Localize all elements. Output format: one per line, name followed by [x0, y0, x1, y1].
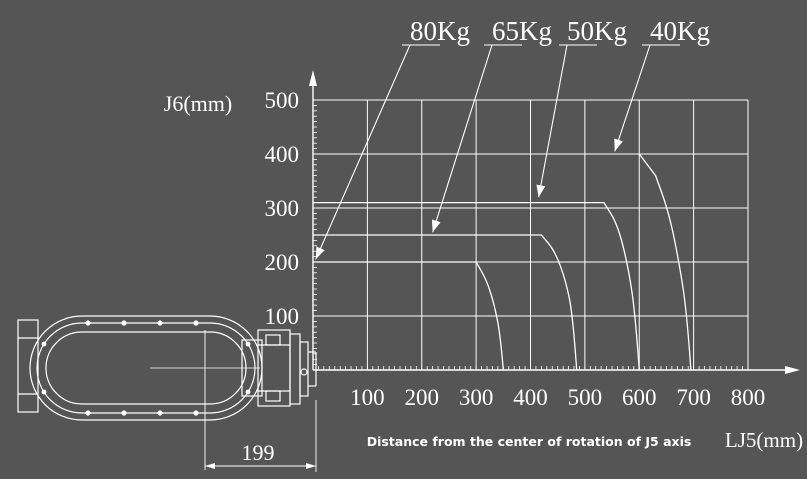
leader-arrow-80Kg: [315, 246, 325, 260]
robot-wrist-drawing: [17, 315, 317, 472]
y-tick-label-200: 200: [265, 250, 300, 275]
mount-block: [17, 319, 39, 413]
y-axis-arrow: [309, 70, 317, 86]
wrist-body: [257, 329, 291, 407]
tool-flange: [299, 341, 309, 397]
housing-bolts: [41, 320, 251, 416]
leader-line-80Kg: [315, 44, 411, 260]
x-axis-arrow: [785, 366, 800, 374]
series-label-65Kg: 65Kg: [492, 16, 552, 46]
wrist-collar: [241, 339, 263, 397]
flange-ring: [289, 333, 301, 405]
series-label-80Kg: 80Kg: [410, 16, 470, 46]
x-tick-label-600: 600: [622, 385, 657, 410]
curve-50Kg: [313, 201, 640, 371]
leader-arrow-65Kg: [431, 219, 441, 233]
x-tick-label-700: 700: [676, 385, 711, 410]
axes: [309, 70, 800, 374]
dimension-199-label: 199: [242, 440, 275, 465]
x-axis-label: LJ5(mm): [725, 428, 803, 452]
leader-line-50Kg: [538, 44, 568, 198]
load-labels: 80Kg 65Kg 50Kg 40Kg: [315, 16, 710, 260]
y-tick-label-100: 100: [265, 304, 300, 329]
leader-line-40Kg: [614, 44, 651, 152]
y-tick-label-500: 500: [265, 88, 300, 113]
curve-65Kg: [313, 234, 578, 371]
tick-labels: 100 200 300 400 500 600 700 800 100 200 300 400 500: [265, 88, 766, 410]
chart-caption: Distance from the center of rotation of …: [367, 434, 692, 449]
curve-40Kg: [638, 153, 692, 371]
x-tick-label-200: 200: [405, 385, 440, 410]
leader-arrow-50Kg: [536, 184, 546, 198]
x-tick-label-800: 800: [731, 385, 766, 410]
flange-center-mark: [300, 368, 308, 376]
y-tick-label-300: 300: [265, 196, 300, 221]
curve-80Kg: [313, 261, 504, 371]
x-tick-label-300: 300: [459, 385, 494, 410]
minor-ticks: [313, 105, 743, 370]
y-tick-label-400: 400: [265, 142, 300, 167]
series-label-40Kg: 40Kg: [650, 16, 710, 46]
x-tick-label-500: 500: [568, 385, 603, 410]
series-label-50Kg: 50Kg: [567, 16, 627, 46]
load-curves: [313, 153, 692, 371]
leader-line-65Kg: [432, 44, 493, 233]
x-tick-label-100: 100: [350, 385, 385, 410]
leader-arrow-40Kg: [614, 138, 623, 152]
y-axis-label: J6(mm): [164, 91, 232, 116]
x-tick-label-400: 400: [513, 385, 548, 410]
